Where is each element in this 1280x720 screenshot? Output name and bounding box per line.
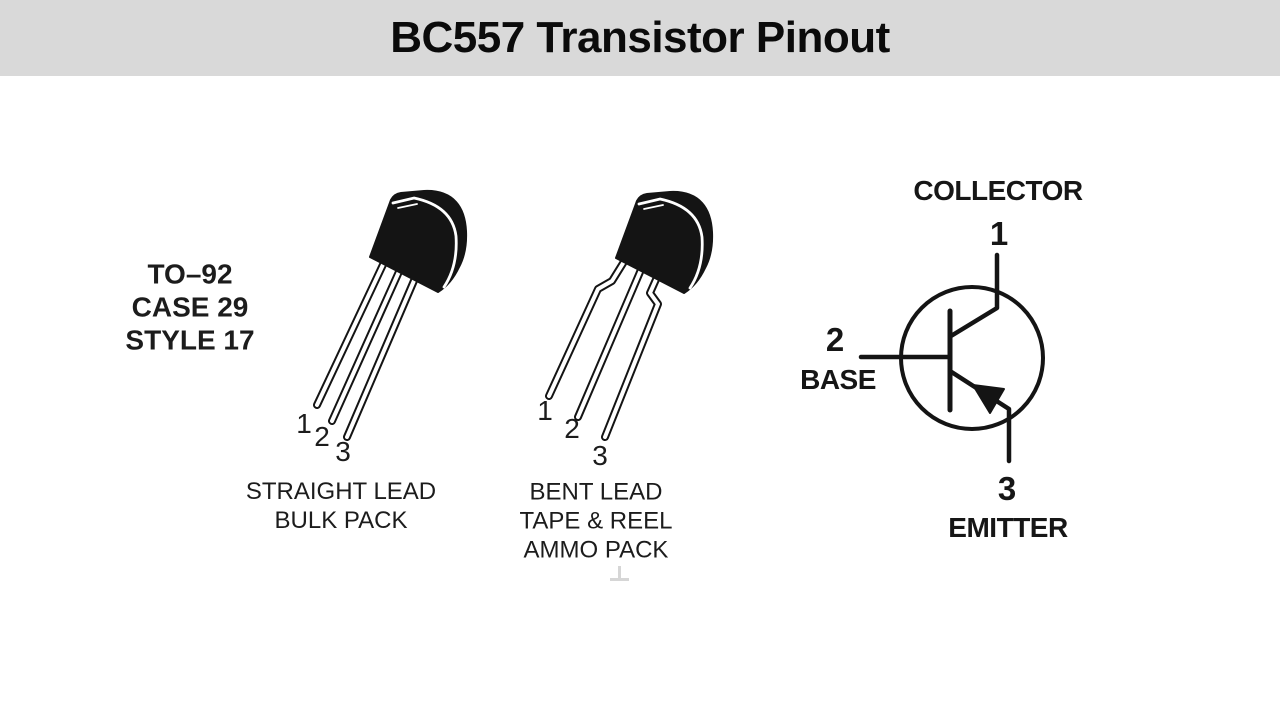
to92-body <box>614 190 714 295</box>
straight-pin-1: 1 <box>296 408 312 439</box>
bent-pin-3: 3 <box>592 440 608 471</box>
straight-pin-3: 3 <box>335 436 351 467</box>
package-style: STYLE 17 <box>125 324 255 356</box>
faint-watermark-artifact <box>618 566 621 579</box>
collector-lead-line <box>948 252 1000 339</box>
emitter-label: EMITTER <box>948 512 1068 543</box>
emitter-pin-number: 3 <box>997 470 1017 507</box>
bent-pin-2: 2 <box>564 413 580 444</box>
base-label: BASE <box>800 364 876 395</box>
bent-lead-caption-line1: BENT LEAD <box>529 478 663 506</box>
bent-lead-caption: BENT LEAD TAPE & REEL AMMO PACK <box>520 478 673 565</box>
bent-pin-1: 1 <box>537 395 553 426</box>
package-name: TO–92 <box>147 258 233 290</box>
faint-watermark-artifact <box>610 578 629 581</box>
straight-lead-caption-line2: BULK PACK <box>274 507 408 534</box>
package-case: CASE 29 <box>131 291 249 323</box>
page-title: BC557 Transistor Pinout <box>390 13 890 62</box>
bent-leads <box>545 248 666 441</box>
straight-lead-caption-line1: STRAIGHT LEAD <box>245 478 437 505</box>
title-bar: BC557 Transistor Pinout <box>0 0 1280 76</box>
bent-lead-caption-line2: TAPE & REEL <box>519 507 673 535</box>
straight-lead-figure <box>313 189 468 441</box>
straight-leads <box>313 250 420 441</box>
base-pin-number: 2 <box>825 321 845 358</box>
collector-label: COLLECTOR <box>913 175 1083 206</box>
bent-lead-caption-line3: AMMO PACK <box>523 536 669 564</box>
emitter-lead-line <box>947 368 1012 464</box>
pnp-transistor-symbol <box>858 252 1045 464</box>
collector-pin-number: 1 <box>989 215 1009 252</box>
straight-pin-2: 2 <box>314 421 330 452</box>
to92-body <box>368 189 468 294</box>
bent-lead-figure <box>545 190 714 441</box>
package-info: TO–92 CASE 29 STYLE 17 <box>125 258 254 357</box>
straight-lead-caption: STRAIGHT LEAD BULK PACK <box>246 477 436 535</box>
emitter-arrow-icon <box>972 384 1005 414</box>
